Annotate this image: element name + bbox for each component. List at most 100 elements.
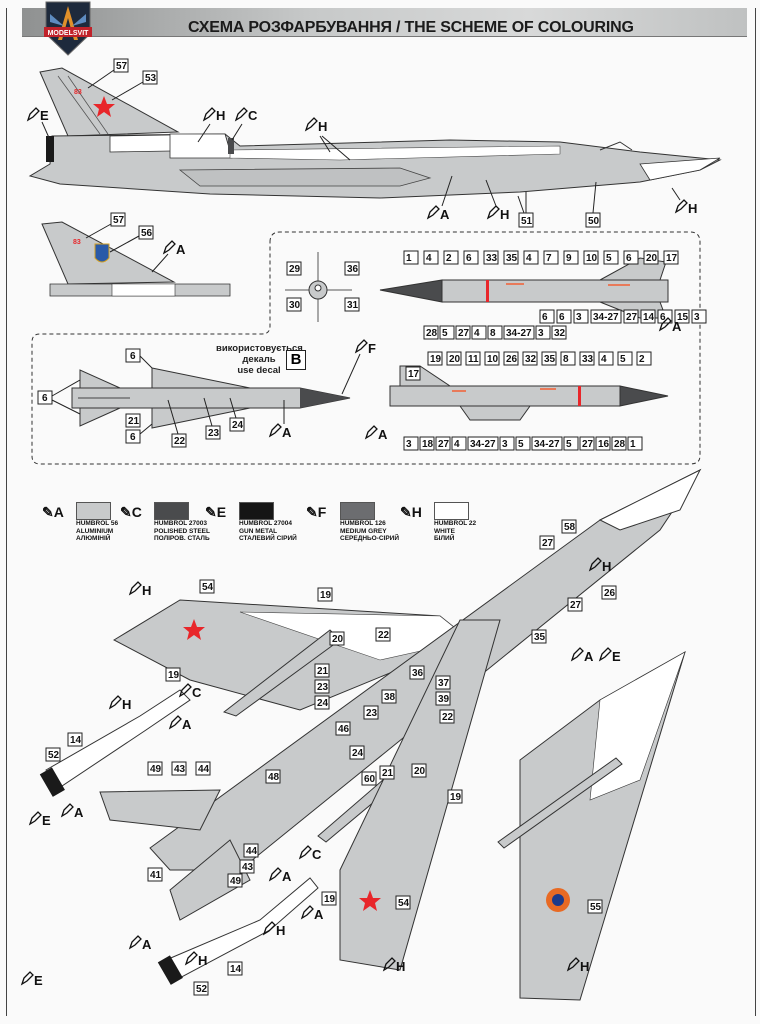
decal-number: 35 — [544, 354, 556, 365]
decal-number: 37 — [438, 678, 450, 689]
logo-text: MODELSVIT — [48, 30, 90, 37]
svg-text:36: 36 — [347, 264, 359, 275]
paint-code: H — [580, 959, 589, 974]
paint-code: H — [142, 583, 151, 598]
paint-pen-icon — [129, 935, 142, 949]
decal-number: 44 — [198, 764, 210, 775]
decal-number: 14 — [230, 964, 242, 975]
paint-pen-icon: ✎E — [205, 504, 227, 520]
paint-code: A — [314, 907, 324, 922]
decal-number: 27 — [582, 439, 594, 450]
decal-number: 1 — [406, 253, 412, 264]
decal-number: 5 — [566, 439, 572, 450]
svg-text:24: 24 — [232, 420, 244, 431]
svg-text:83: 83 — [73, 239, 81, 246]
svg-text:56: 56 — [141, 228, 153, 239]
paint-pen-icon — [299, 845, 312, 859]
missile-side-view-2 — [389, 365, 669, 421]
decal-number: 9 — [566, 253, 572, 264]
paint-code: A — [142, 937, 152, 952]
decal-number: 18 — [422, 439, 434, 450]
svg-text:30: 30 — [289, 300, 301, 311]
decal-number: 54 — [398, 898, 410, 909]
color-swatch — [434, 502, 469, 520]
paint-pen-icon — [269, 867, 282, 881]
decal-number: 46 — [338, 724, 350, 735]
decal-number: 60 — [364, 774, 376, 785]
decal-number: 33 — [582, 354, 594, 365]
decal-number: 52 — [196, 984, 208, 995]
decal-number: 32 — [525, 354, 537, 365]
svg-text:H: H — [500, 207, 509, 222]
decal-number: 10 — [586, 253, 598, 264]
paint-code: A — [282, 869, 292, 884]
svg-text:23: 23 — [208, 428, 220, 439]
decal-number: 34-27 — [470, 439, 496, 450]
decal-number: 49 — [230, 876, 242, 887]
decal-number: 26 — [604, 588, 616, 599]
header-bar: СХЕМА РОЗФАРБУВАННЯ / THE SCHEME OF COLO… — [22, 8, 747, 37]
decal-number: 6 — [542, 312, 548, 323]
decal-number: 17 — [408, 369, 420, 380]
decal-number: 28 — [426, 328, 438, 339]
decal-number: 4 — [526, 253, 532, 264]
decal-number: 5 — [606, 253, 612, 264]
decal-number: 26 — [506, 354, 518, 365]
decal-number: 24 — [352, 748, 364, 759]
paint-pen-icon: ✎A — [42, 504, 64, 520]
aircraft-side-view: 83 — [28, 67, 722, 199]
paint-code: H — [122, 697, 131, 712]
decal-number: 20 — [414, 766, 426, 777]
decal-number: 14 — [643, 312, 655, 323]
decal-number: 4 — [474, 328, 480, 339]
paint-code: H — [276, 923, 285, 938]
decal-b-badge: B — [286, 350, 306, 370]
decal-number: 5 — [518, 439, 524, 450]
decal-number: 3 — [694, 312, 700, 323]
paint-pen-icon — [301, 905, 314, 919]
decal-number: 3 — [406, 439, 412, 450]
decal-number: 15 — [677, 312, 689, 323]
decal-number: 54 — [202, 582, 214, 593]
svg-text:57: 57 — [113, 215, 125, 226]
decal-note-line-1: використовується — [216, 343, 303, 354]
decal-number: 4 — [601, 354, 607, 365]
svg-text:H: H — [688, 201, 697, 216]
color-swatch — [239, 502, 274, 520]
decal-number: 27 — [570, 600, 582, 611]
decal-number: 27 — [542, 538, 554, 549]
paint-code: E — [34, 973, 43, 988]
paint-pen-icon — [571, 647, 584, 661]
decal-number: 27 — [438, 439, 450, 450]
wing-detail-view — [497, 650, 686, 1001]
decal-number: 41 — [150, 870, 162, 881]
decal-number: 23 — [317, 682, 329, 693]
svg-text:29: 29 — [289, 264, 301, 275]
svg-text:C: C — [248, 108, 258, 123]
svg-text:A: A — [282, 425, 292, 440]
svg-text:H: H — [318, 119, 327, 134]
decal-number: 27 — [458, 328, 470, 339]
decal-number: 6 — [660, 312, 666, 323]
paint-pen-icon — [109, 695, 122, 709]
decal-number: 3 — [538, 328, 544, 339]
svg-text:E: E — [40, 108, 49, 123]
decal-number: 48 — [268, 772, 280, 783]
paint-pen-icon — [61, 803, 74, 817]
missile-top-callouts: 6 6 6 21 22 23 24 A F — [37, 339, 376, 448]
decal-number: 34-27 — [506, 328, 532, 339]
intake-detail-lower — [157, 877, 319, 985]
modelsvit-logo: MODELSVIT — [44, 1, 92, 56]
decal-number: 20 — [332, 634, 344, 645]
decal-number: 33 — [486, 253, 498, 264]
decal-number: 24 — [317, 698, 329, 709]
decal-number: 43 — [174, 764, 186, 775]
paint-code: A — [672, 319, 682, 334]
